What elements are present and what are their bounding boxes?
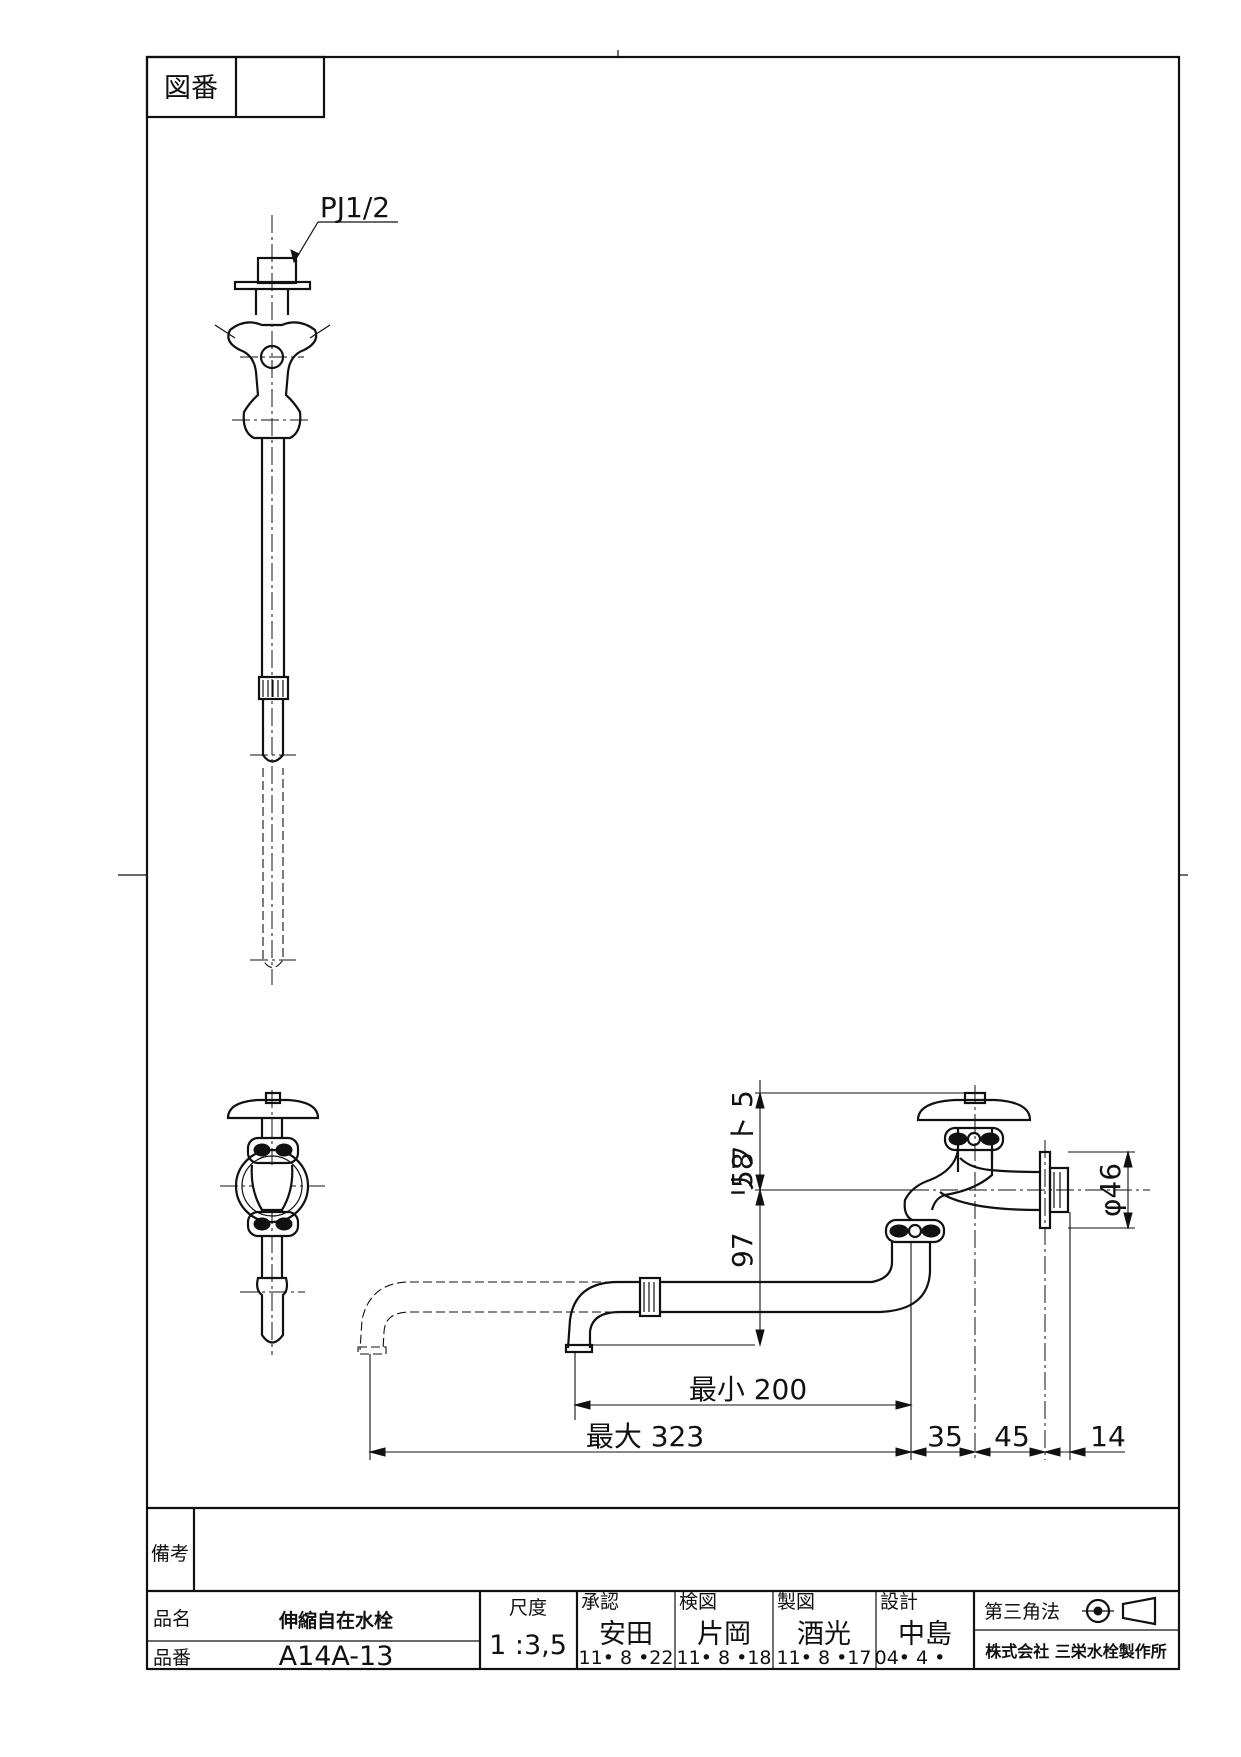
projection-label: 第三角法 bbox=[984, 1601, 1060, 1623]
dim-offset-35: 35 bbox=[927, 1420, 963, 1453]
border-frame bbox=[145, 55, 1181, 1671]
drafting-name: 酒光 bbox=[797, 1619, 851, 1650]
product-number-label: 品番 bbox=[153, 1647, 191, 1669]
drawing-number-label: 図番 bbox=[164, 73, 218, 104]
remarks-label: 備考 bbox=[151, 1543, 189, 1565]
title-block bbox=[147, 1506, 1179, 1669]
approval-date: 11• 8 •22 bbox=[579, 1647, 674, 1669]
product-number: A14A-13 bbox=[279, 1641, 394, 1672]
top-view bbox=[214, 215, 331, 985]
design-date: 04• 4 • bbox=[875, 1647, 946, 1669]
product-name: 伸縮自在水栓 bbox=[278, 1609, 393, 1632]
thread-spec-label: PJ1/2 bbox=[320, 191, 390, 224]
dim-offset-14: 14 bbox=[1090, 1420, 1126, 1453]
dim-max-length: 最大 323 bbox=[586, 1420, 704, 1453]
drafting-label: 製図 bbox=[777, 1591, 815, 1613]
scale-label: 尺度 bbox=[509, 1597, 547, 1619]
dim-lift-value: 5 bbox=[726, 1090, 759, 1108]
third-angle-projection-icon bbox=[1082, 1596, 1157, 1626]
dim-offset-45: 45 bbox=[994, 1420, 1030, 1453]
design-name: 中島 bbox=[898, 1619, 952, 1650]
product-name-label: 品名 bbox=[153, 1608, 191, 1630]
thread-callout: PJ1/2 bbox=[290, 191, 398, 264]
drawing-number-box: 図番 bbox=[145, 55, 326, 119]
front-view bbox=[220, 1090, 325, 1355]
company-name: 株式会社 三栄水栓製作所 bbox=[985, 1642, 1167, 1661]
design-label: 設計 bbox=[880, 1591, 918, 1613]
dim-diameter: φ46 bbox=[1094, 1163, 1127, 1217]
dim-lift-label: リフト bbox=[726, 1116, 759, 1200]
dim-height-58: 58 bbox=[726, 1152, 759, 1188]
dim-min-length: 最小 200 bbox=[689, 1373, 807, 1406]
approval-name: 安田 bbox=[599, 1619, 653, 1650]
dim-height-97: 97 bbox=[726, 1232, 759, 1268]
inspection-label: 検図 bbox=[679, 1591, 717, 1613]
approval-label: 承認 bbox=[581, 1591, 619, 1613]
inspection-name: 片岡 bbox=[697, 1619, 751, 1650]
scale-value: 1 :3,5 bbox=[489, 1630, 567, 1661]
drafting-date: 11• 8 •17 bbox=[777, 1647, 872, 1669]
inspection-date: 11• 8 •18 bbox=[677, 1647, 772, 1669]
dimension-lines bbox=[368, 1080, 1135, 1460]
